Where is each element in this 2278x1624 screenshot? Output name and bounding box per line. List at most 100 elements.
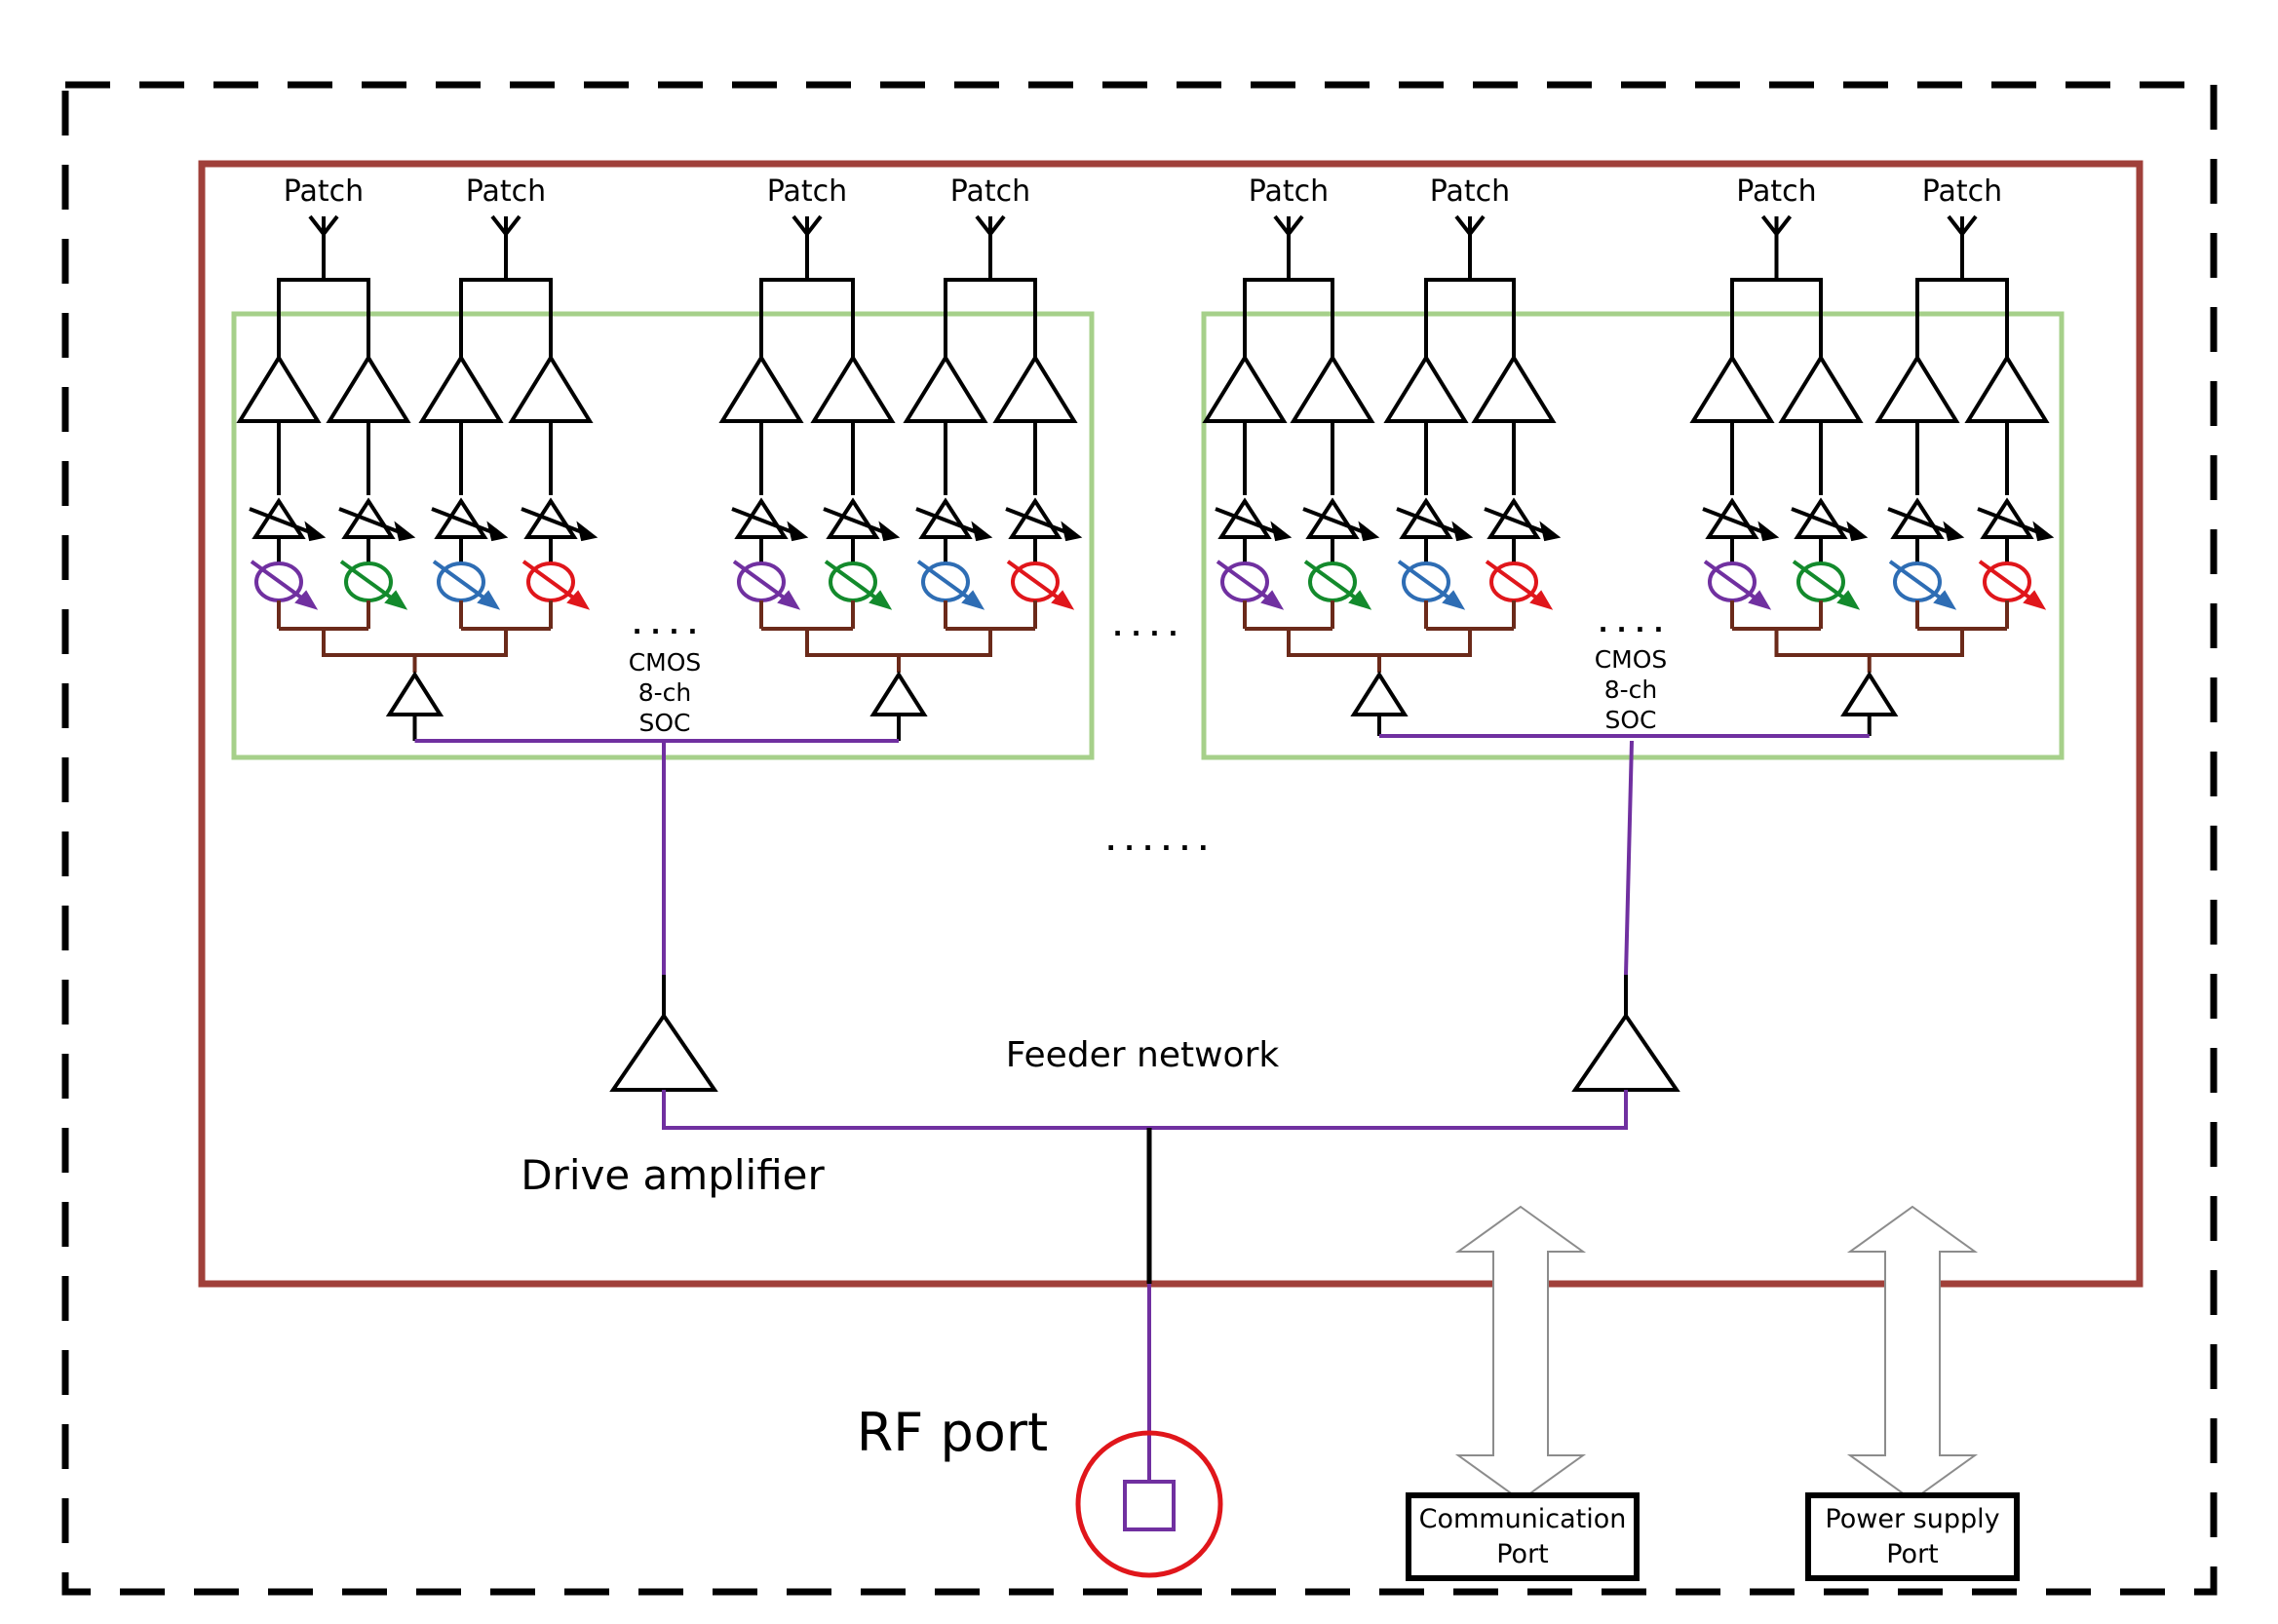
soc-label-left: CMOS 8-ch SOC [629,648,702,737]
patch-splitter [1424,278,1516,358]
phase-shifter-arrow [1792,560,1852,604]
vga-arrow-head [787,521,809,542]
power-amplifier-triangle [1383,354,1469,423]
buffer-amplifier [869,671,928,716]
communication-port-label-line1: Communication [1419,1504,1627,1534]
phase-shifter-arrow [732,560,792,604]
phase-shifter-arrow [432,560,492,604]
power-amplifier-triangle [326,354,411,423]
phase-shifter-arrow [1888,560,1949,604]
combiner-stage2 [1774,629,1964,657]
vga-arrow-head [394,521,416,542]
antenna-arm-left [1947,214,1964,236]
power-bidirectional-arrow [1846,1205,1979,1502]
communication-bidirectional-arrow [1454,1205,1587,1502]
vga-tuning-arrow [431,507,501,537]
vga-arrow-head [1451,521,1474,542]
antenna-arm-left [490,214,508,236]
buffer-amplifier [1350,671,1409,716]
antenna-arm-left [308,214,326,236]
phase-shifter-arrow-head [294,590,319,610]
phase-shifter-arrow-head [1051,590,1075,610]
vga-tuning-arrow [1791,507,1861,537]
antenna-arm-left [975,214,992,236]
antenna-board-frame [198,160,2143,1288]
antenna-arm-right [988,214,1006,236]
soc-label-line2: 8-ch [1604,676,1658,704]
feeder-network-line [662,1090,1628,1130]
power-amplifier-triangle [1471,354,1557,423]
antenna-arm-left [1454,214,1472,236]
phase-shifter-arrow [824,560,884,604]
vga-tuning-arrow [1702,507,1772,537]
vga-arrow-head [576,521,598,542]
vga-arrow-head [1539,521,1562,542]
power-supply-port-label-line1: Power supply [1825,1504,1999,1534]
combiner-stage2 [322,629,508,657]
antenna-arm-right [322,214,339,236]
patch-splitter [1915,278,2009,358]
phase-shifter-arrow [1703,560,1763,604]
patch-splitter [1243,278,1334,358]
phase-shifter-arrow [250,560,310,604]
power-amplifier-triangle [810,354,896,423]
phase-shifter-arrow [521,560,582,604]
patch-splitter [1730,278,1823,358]
antenna-arm-right [1774,214,1793,236]
power-amplifier-triangle [1964,354,2050,423]
phase-shifter-arrow-head [1836,590,1861,610]
power-amplifier-triangle [418,354,504,423]
vga-tuning-arrow [338,507,408,537]
antenna-arm-right [1287,214,1304,236]
combiner-stage2 [805,629,992,657]
patch-splitter [277,278,370,358]
power-amplifier-triangle [1202,354,1288,423]
soc-to-drive-amp-line-right [1624,740,1634,976]
communication-port-label-line2: Port [1496,1539,1549,1569]
soc-label-right: CMOS 8-ch SOC [1595,645,1668,734]
phase-shifter-arrow [1303,560,1364,604]
phase-shifter-arrow [1485,560,1545,604]
power-amplifier-triangle [718,354,804,423]
vga-tuning-arrow [1005,507,1075,537]
vga-tuning-arrow [521,507,591,537]
soc-label-line1: CMOS [629,648,702,677]
power-supply-port-box [1805,1492,2020,1581]
vga-arrow-head [1943,521,1965,542]
power-amplifier-triangle [992,354,1078,423]
phase-shifter-arrow-head [566,590,591,610]
vga-tuning-arrow [249,507,319,537]
antenna-arm-left [1273,214,1291,236]
power-amplifier-triangle [1290,354,1375,423]
phase-shifter-arrow-head [1348,590,1372,610]
antenna-arm-right [1960,214,1978,236]
patch-label: Patch [1736,174,1816,209]
phase-shifter-arrow-head [961,590,985,610]
patch-label: Patch [767,174,847,209]
phase-shifter-arrow-head [869,590,893,610]
power-amplifier-triangle [1874,354,1960,423]
antenna-arm-right [1468,214,1486,236]
vga-tuning-arrow [1887,507,1957,537]
phase-shifter-arrow-head [1748,590,1772,610]
soc-label-line3: SOC [1604,706,1656,734]
drive-amplifier-label: Drive amplifier [521,1151,825,1199]
drive-amplifier-right [1571,1012,1680,1092]
power-amplifier-triangle [236,354,322,423]
vga-tuning-arrow [1396,507,1466,537]
antenna-arm-right [805,214,823,236]
vga-arrow-head [1270,521,1293,542]
ellipsis-in-chip-right: . . . . [1599,609,1664,638]
phase-shifter-arrow [916,560,977,604]
vga-tuning-arrow [1977,507,2047,537]
patch-splitter [944,278,1037,358]
buffer-amplifier [385,671,444,716]
rf-port-label: RF port [857,1402,1048,1463]
power-amplifier-triangle [1778,354,1864,423]
vga-arrow-head [971,521,993,542]
